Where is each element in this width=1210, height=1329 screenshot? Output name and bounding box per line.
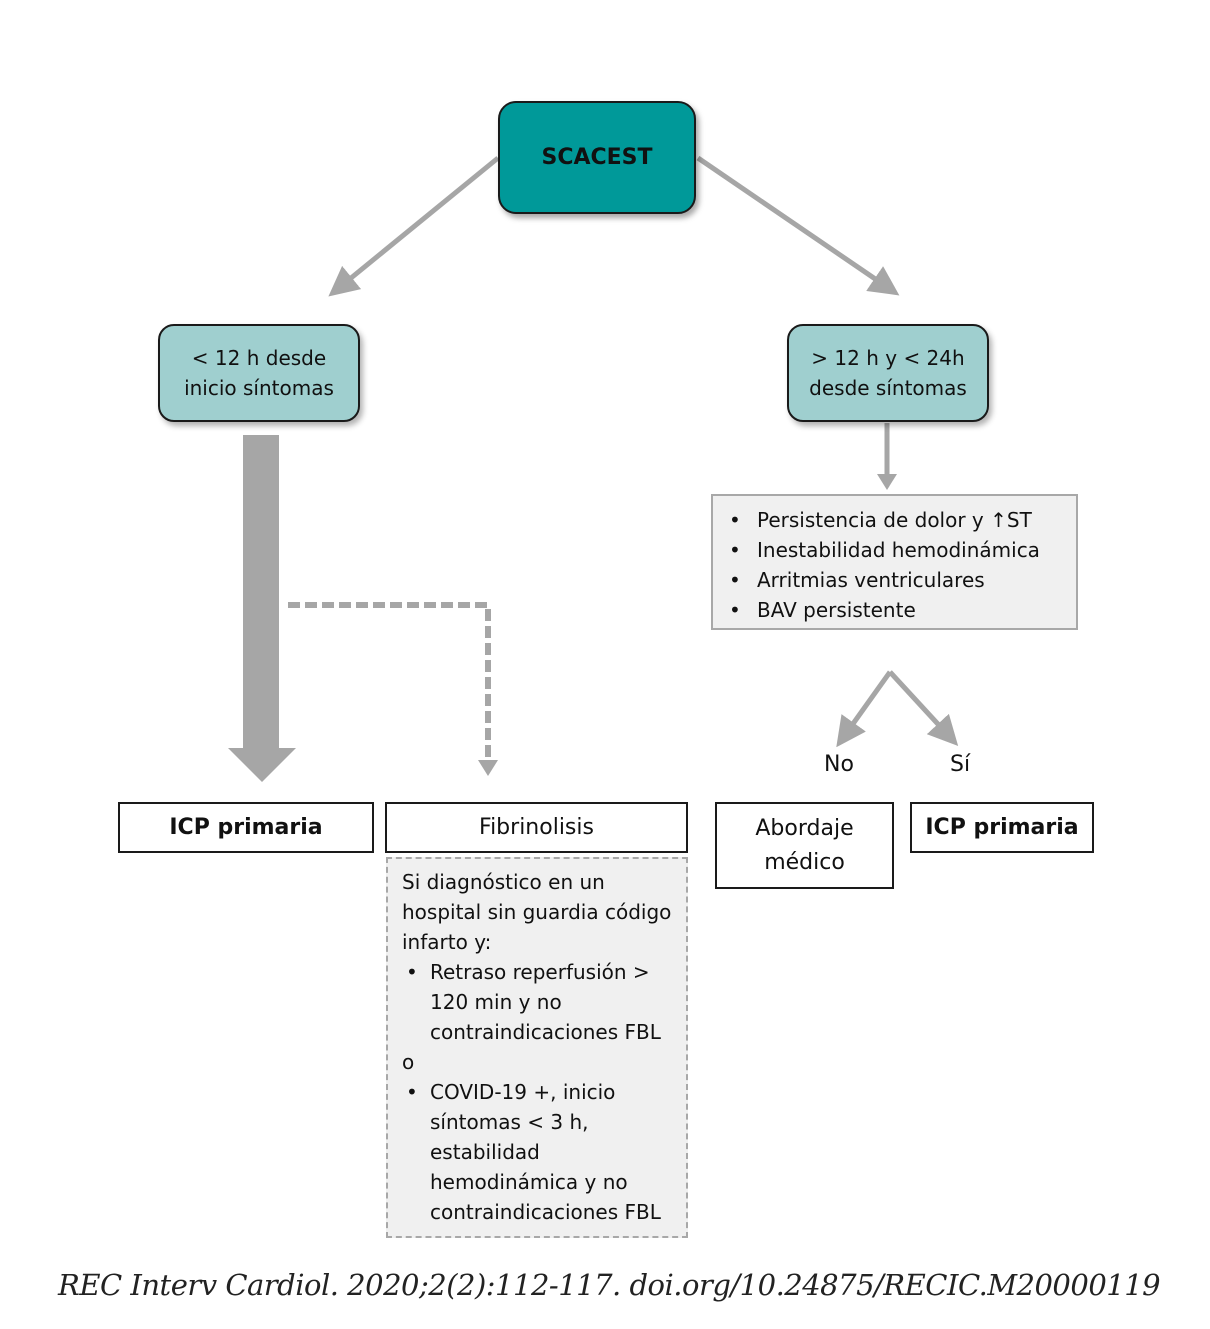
- root-label: SCACEST: [541, 145, 653, 170]
- citation: REC Interv Cardiol. 2020;2(2):112-117. d…: [58, 1268, 1161, 1302]
- fbl-note-item: Retraso reperfusión > 120 min y no contr…: [402, 957, 678, 1047]
- thick-arrow-head: [228, 748, 296, 782]
- outcome-abordaje-medico: Abordaje médico: [715, 802, 894, 889]
- abordaje-line1: Abordaje: [755, 815, 854, 841]
- condition-left-line1: < 12 h desde: [191, 346, 327, 370]
- outcome-icp-left-label: ICP primaria: [169, 815, 323, 840]
- decision-no-label: No: [824, 752, 854, 777]
- criteria-box: Persistencia de dolor y ↑ST Inestabilida…: [711, 494, 1078, 630]
- thick-arrow-shaft: [243, 435, 279, 750]
- condition-right-line2: desde síntomas: [809, 376, 967, 400]
- dashed-arrow-head: [478, 760, 498, 776]
- fbl-note-intro: Si diagnóstico en un hospital sin guardi…: [402, 870, 672, 954]
- root-node-scacest: SCACEST: [498, 101, 696, 214]
- abordaje-line2: médico: [764, 849, 845, 875]
- criteria-item: BAV persistente: [725, 595, 1076, 625]
- criteria-item: Inestabilidad hemodinámica: [725, 535, 1076, 565]
- criteria-item: Arritmias ventriculares: [725, 565, 1076, 595]
- fbl-note-connector: o: [402, 1050, 415, 1074]
- outcome-fibrinolisis-label: Fibrinolisis: [479, 815, 594, 840]
- outcome-icp-right-label: ICP primaria: [925, 815, 1079, 840]
- arrow-root-to-right: [696, 155, 900, 296]
- decision-yes-label: Sí: [950, 752, 971, 777]
- condition-12-24h: > 12 h y < 24h desde síntomas: [787, 324, 989, 422]
- fibrinolisis-conditions-box: Si diagnóstico en un hospital sin guardi…: [386, 857, 688, 1238]
- fbl-note-item: COVID-19 +, inicio síntomas < 3 h, estab…: [402, 1077, 678, 1227]
- dashed-arrow-to-fibrinolisis: [288, 602, 491, 765]
- condition-right-line1: > 12 h y < 24h: [811, 346, 965, 370]
- arrow-root-to-left: [328, 156, 500, 297]
- outcome-fibrinolisis: Fibrinolisis: [385, 802, 688, 853]
- outcome-icp-primaria-left: ICP primaria: [118, 802, 374, 853]
- arrow-decision-no: [836, 670, 893, 748]
- outcome-icp-primaria-right: ICP primaria: [910, 802, 1094, 853]
- criteria-item: Persistencia de dolor y ↑ST: [725, 505, 1076, 535]
- arrow-decision-yes: [888, 670, 959, 747]
- condition-less-12h: < 12 h desde inicio síntomas: [158, 324, 360, 422]
- condition-left-line2: inicio síntomas: [184, 376, 334, 400]
- arrow-right-to-criteria-head: [877, 474, 897, 490]
